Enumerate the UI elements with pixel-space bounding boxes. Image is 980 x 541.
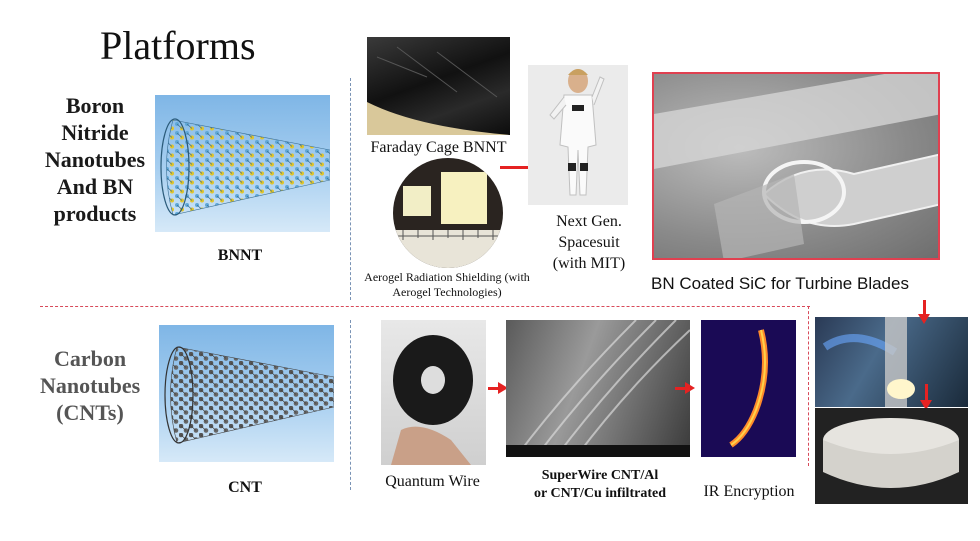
superwire-caption-line2: or CNT/Cu infiltrated xyxy=(534,486,666,501)
superwire-caption-line1: SuperWire CNT/Al xyxy=(541,468,659,483)
turbine-puck-image xyxy=(815,408,968,504)
ir-encryption-image xyxy=(701,320,796,457)
arrow-down-icon xyxy=(920,384,932,410)
page-title: Platforms xyxy=(100,23,256,68)
horizontal-divider xyxy=(40,306,810,307)
arrow-right-icon xyxy=(488,382,508,394)
cnt-section-label: Carbon Nanotubes (CNTs) xyxy=(40,346,141,425)
turbine-sem-image xyxy=(652,72,940,260)
cnt-section-border-right xyxy=(808,306,809,466)
bnnt-nanotube-image xyxy=(155,95,330,232)
faraday-caption: Faraday Cage BNNT xyxy=(370,139,507,156)
vertical-divider-top xyxy=(350,78,351,300)
connector-line xyxy=(500,166,528,169)
turbine-caption: BN Coated SiC for Turbine Blades xyxy=(651,274,909,293)
aerogel-image xyxy=(393,158,503,268)
flame-test-image xyxy=(815,317,968,407)
bnnt-caption: BNNT xyxy=(217,247,263,264)
arrow-right-icon xyxy=(675,382,695,394)
cnt-nanotube-image xyxy=(159,325,334,462)
cnt-caption: CNT xyxy=(228,479,262,496)
aerogel-caption: Aerogel Radiation Shielding (with Aeroge… xyxy=(364,270,530,299)
bnnt-section-label: Boron Nitride Nanotubes And BN products xyxy=(44,93,146,226)
faraday-cage-image xyxy=(367,37,510,135)
spacesuit-caption: Next Gen. Spacesuit (with MIT) xyxy=(552,213,626,272)
ir-caption: IR Encryption xyxy=(703,483,795,500)
vertical-divider-bottom xyxy=(350,320,351,490)
superwire-sem-image xyxy=(506,320,690,457)
spacesuit-image xyxy=(528,65,628,205)
quantum-caption: Quantum Wire xyxy=(385,473,480,490)
arrow-down-icon xyxy=(918,300,930,324)
quantum-wire-image xyxy=(381,320,486,465)
